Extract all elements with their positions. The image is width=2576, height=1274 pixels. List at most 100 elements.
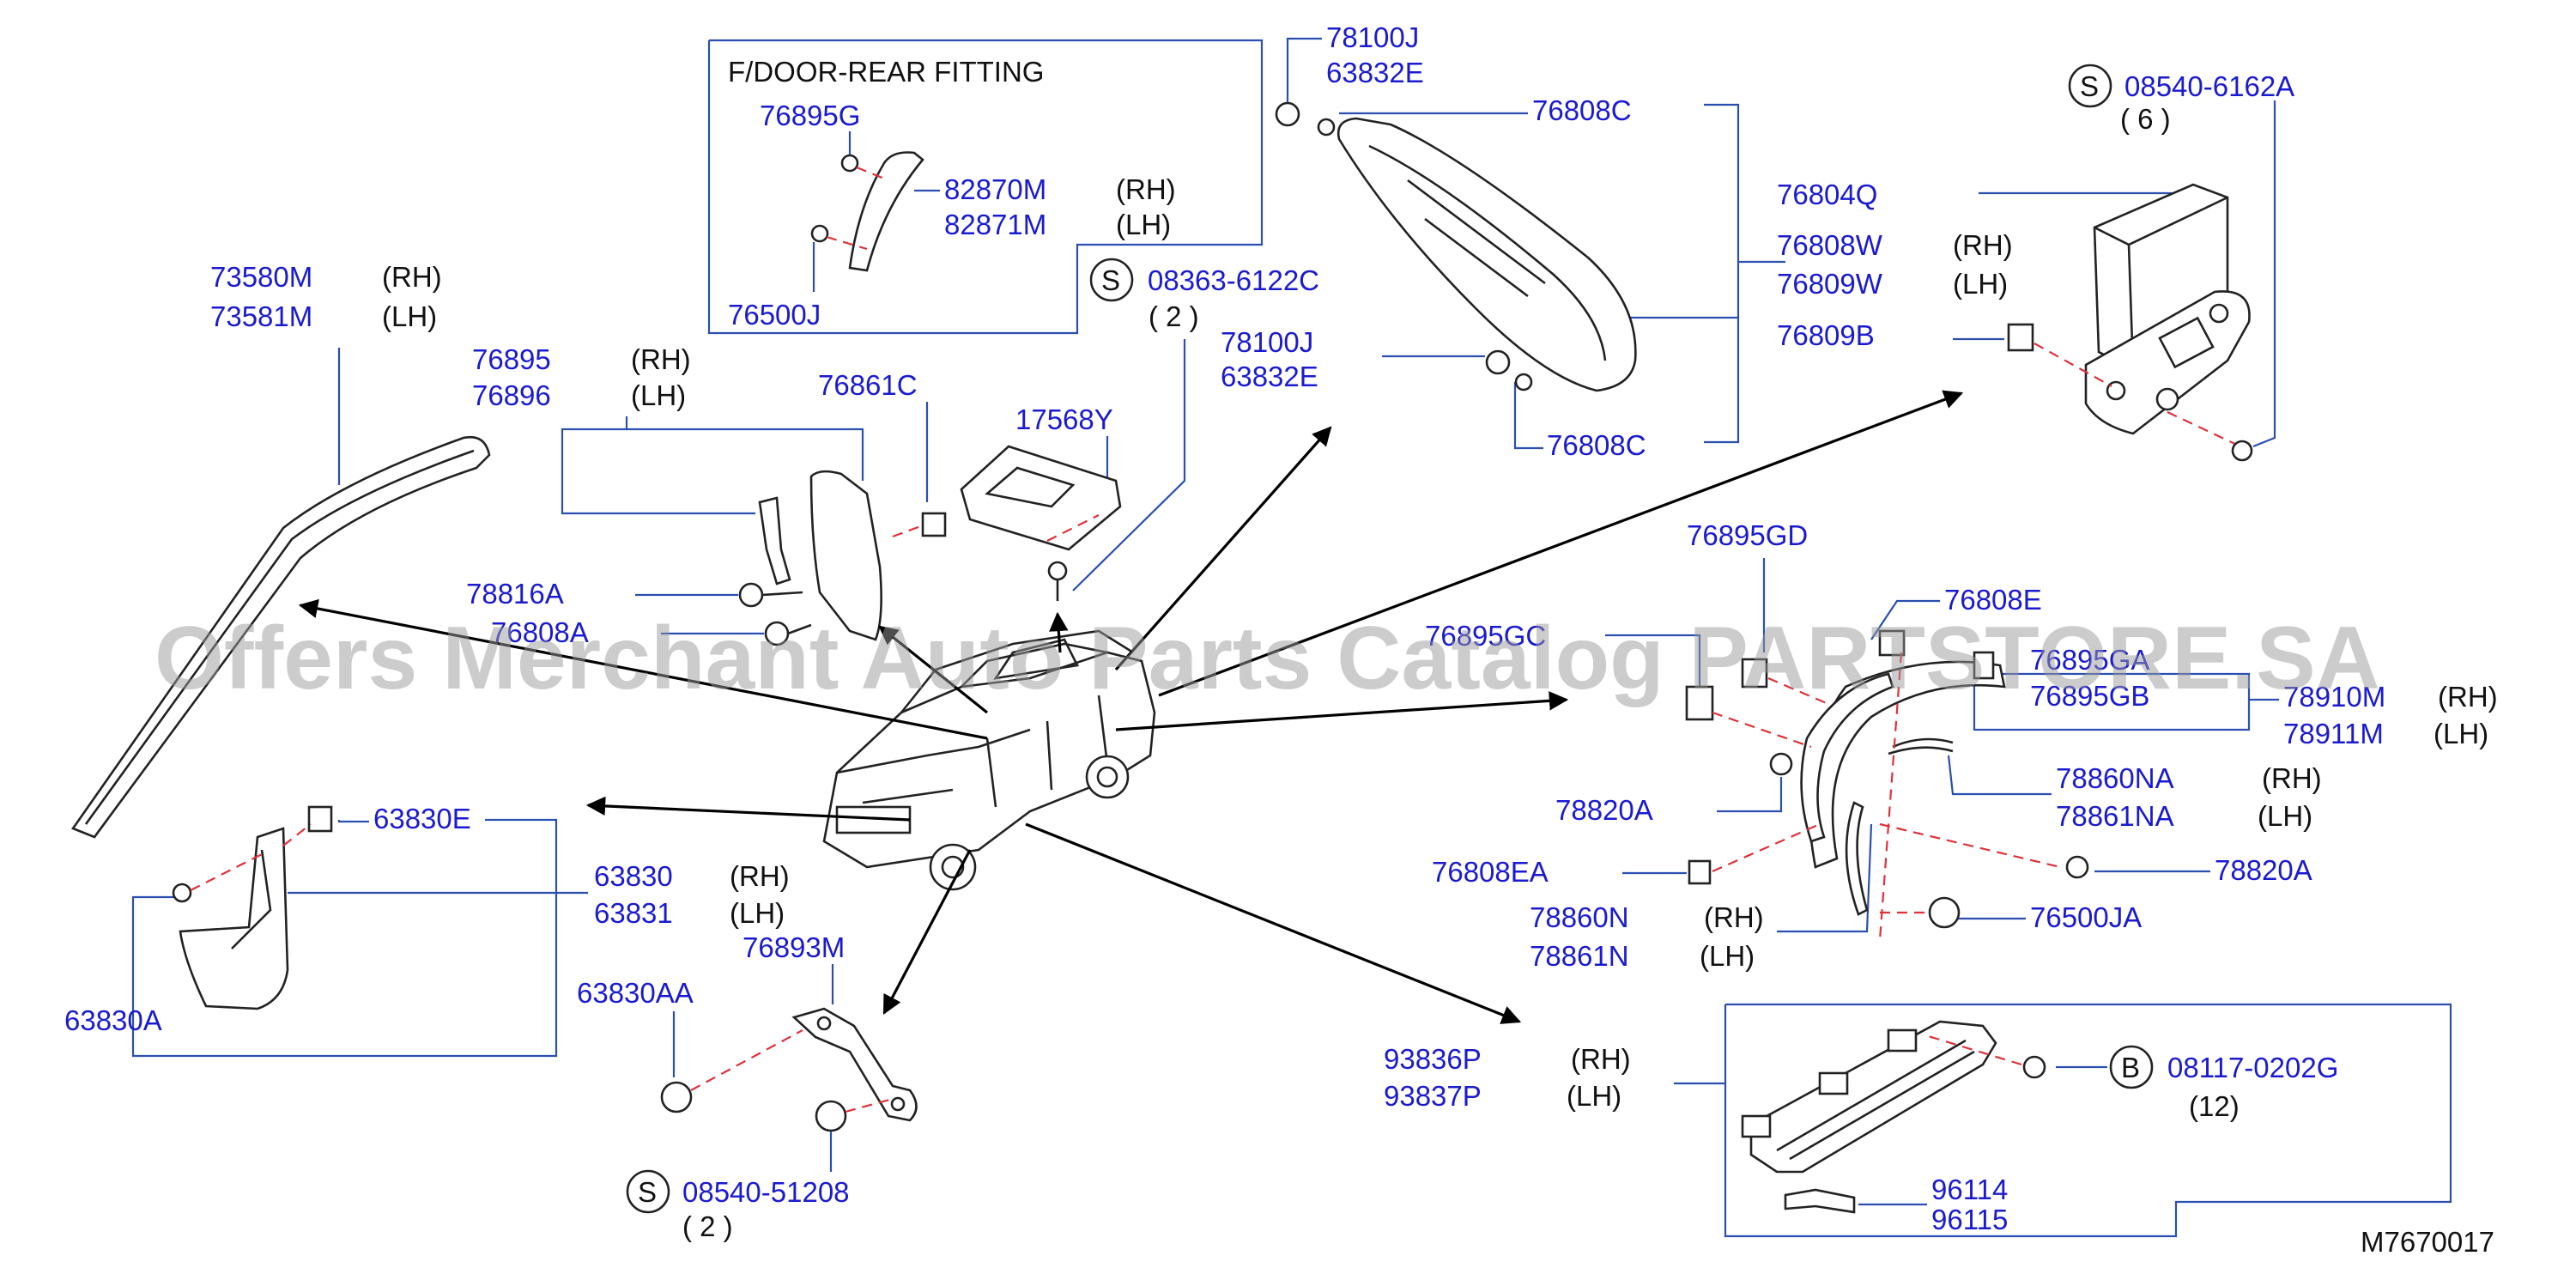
clip-76895GA-illustration <box>1973 651 1995 680</box>
part-08540-6162A[interactable]: 08540-6162A <box>2124 70 2294 102</box>
bolt-illustration <box>815 1100 847 1132</box>
part-82871M[interactable]: 82871M <box>944 209 1046 240</box>
part-63832E-lower[interactable]: 63832E <box>1221 361 1318 392</box>
part-76500J[interactable]: 76500J <box>728 299 821 331</box>
part-63830[interactable]: 63830 <box>594 860 673 892</box>
front-guard-group: 76895 (RH) 76896 (LH) 76861C 17568Y 7881… <box>466 258 1319 648</box>
part-08117-0202G[interactable]: 08117-0202G <box>2167 1052 2338 1083</box>
diagram-code: M7670017 <box>2361 1226 2494 1258</box>
part-73580M[interactable]: 73580M <box>210 261 312 293</box>
side-rh: (RH) <box>382 261 442 293</box>
part-78861N[interactable]: 78861N <box>1530 940 1629 972</box>
part-76895[interactable]: 76895 <box>472 343 551 375</box>
part-76804Q[interactable]: 76804Q <box>1777 179 1877 210</box>
step-molding-illustration <box>1336 117 1637 392</box>
arch-strip-illustration <box>1888 737 1954 755</box>
part-76896[interactable]: 76896 <box>472 379 551 411</box>
part-78860N[interactable]: 78860N <box>1530 901 1629 933</box>
part-63831[interactable]: 63831 <box>594 897 673 929</box>
part-78911M[interactable]: 78911M <box>2283 718 2384 749</box>
pad-96114-illustration <box>1784 1188 1856 1214</box>
protector-group: S 08540-6162A ( 6 ) 76809B <box>1777 64 2294 462</box>
part-76893M[interactable]: 76893M <box>742 931 845 963</box>
step-rail-frame <box>1724 1003 2452 1238</box>
part-63830AA[interactable]: 63830AA <box>577 977 694 1009</box>
bolt-illustration <box>2022 1055 2046 1079</box>
side-rh: (RH) <box>1953 229 2013 261</box>
side-lh: (LH) <box>730 897 785 929</box>
part-96115[interactable]: 96115 <box>1931 1204 2008 1235</box>
bracket-76893M-illustration <box>791 1007 918 1122</box>
side-rh: (RH) <box>2262 762 2322 794</box>
qty-2: ( 2 ) <box>1149 300 1199 332</box>
part-76861C[interactable]: 76861C <box>818 369 918 401</box>
part-78100J-lower[interactable]: 78100J <box>1221 326 1313 358</box>
clip-illustration <box>840 154 859 173</box>
qty-6: ( 6 ) <box>2120 103 2171 135</box>
nut-63830AA-illustration <box>660 1081 693 1113</box>
part-08363-6122C[interactable]: 08363-6122C <box>1148 264 1319 296</box>
watermark: Offers Merchant Auto Parts Catalog PARTS… <box>155 609 2380 708</box>
clip-76861C-illustration <box>921 512 947 537</box>
part-76808E[interactable]: 76808E <box>1944 584 2042 616</box>
screw-symbol-letter: S <box>1101 264 1120 296</box>
clip-63830E-illustration <box>307 805 333 833</box>
side-lh: (LH) <box>1700 940 1755 972</box>
screw-symbol <box>626 1169 670 1214</box>
inner-arch-illustration <box>1800 672 1894 843</box>
clip-illustration <box>1317 118 1336 136</box>
part-78816A[interactable]: 78816A <box>466 578 564 610</box>
screw-symbol <box>2068 64 2112 108</box>
bolt-78816A-illustration <box>738 582 764 608</box>
part-63830E[interactable]: 63830E <box>373 803 471 834</box>
part-73581M[interactable]: 73581M <box>210 300 312 332</box>
part-96114[interactable]: 96114 <box>1931 1174 2008 1205</box>
lower-arch-piece-illustration <box>1845 801 1869 916</box>
qty-12: (12) <box>2189 1090 2240 1122</box>
part-63832E[interactable]: 63832E <box>1326 57 1424 88</box>
part-76895G[interactable]: 76895G <box>760 100 860 131</box>
bolt-symbol <box>2109 1045 2154 1089</box>
part-76895GD[interactable]: 76895GD <box>1687 519 1808 551</box>
part-76895GA[interactable]: 76895GA <box>2030 644 2149 676</box>
mud-guard-illustration <box>179 827 289 1010</box>
clip-76895GD-illustration <box>1741 658 1768 689</box>
part-78820A[interactable]: 78820A <box>1555 794 1653 826</box>
part-93837P[interactable]: 93837P <box>1384 1080 1482 1112</box>
part-76895GC[interactable]: 76895GC <box>1425 620 1546 652</box>
part-76808C[interactable]: 76808C <box>1532 94 1632 126</box>
grommet-76500JA-illustration <box>1928 896 1961 929</box>
screw-illustration <box>2231 440 2253 462</box>
step-rail-group: 93836P (RH) 93837P (LH) B 08117-0202G (1… <box>1384 1003 2452 1238</box>
clip-76808EA-illustration <box>1688 859 1712 885</box>
door-fitting-group: F/DOOR-REAR FITTING 76895G 82870M (RH) 8… <box>707 39 1264 335</box>
mud-guard-group: 63830E 63830 (RH) 63831 (LH) 63830A <box>64 803 790 1058</box>
part-76808EA[interactable]: 76808EA <box>1432 856 1549 888</box>
part-17568Y[interactable]: 17568Y <box>1015 403 1113 435</box>
side-lh: (LH) <box>631 379 686 411</box>
bracket-group: 76893M 63830AA S 08540-51208 ( 2 ) <box>577 931 918 1242</box>
part-76895GB[interactable]: 76895GB <box>2030 680 2149 712</box>
part-78910M[interactable]: 78910M <box>2283 681 2385 713</box>
part-78820A-right[interactable]: 78820A <box>2215 854 2312 886</box>
part-08540-51208[interactable]: 08540-51208 <box>682 1176 850 1208</box>
bracket-plate-illustration <box>2084 290 2251 435</box>
side-lh: (LH) <box>382 300 437 332</box>
side-rh: (RH) <box>631 343 691 375</box>
part-78861NA[interactable]: 78861NA <box>2056 800 2174 832</box>
part-78860NA[interactable]: 78860NA <box>2056 762 2174 794</box>
part-76808W[interactable]: 76808W <box>1777 229 1883 261</box>
part-78100J[interactable]: 78100J <box>1326 21 1419 53</box>
part-76809W[interactable]: 76809W <box>1777 268 1883 300</box>
part-76808C-lower[interactable]: 76808C <box>1547 429 1646 461</box>
clip-illustration <box>1514 373 1533 391</box>
part-82870M[interactable]: 82870M <box>944 173 1046 205</box>
roof-rail-group: 73580M (RH) 73581M (LH) <box>70 261 491 839</box>
part-63830A[interactable]: 63830A <box>64 1004 162 1036</box>
part-76808A[interactable]: 76808A <box>491 616 589 648</box>
part-93836P[interactable]: 93836P <box>1384 1043 1482 1075</box>
part-76500JA[interactable]: 76500JA <box>2030 901 2142 933</box>
front-splash-guard-illustration <box>809 470 882 641</box>
part-76809B[interactable]: 76809B <box>1777 319 1875 351</box>
